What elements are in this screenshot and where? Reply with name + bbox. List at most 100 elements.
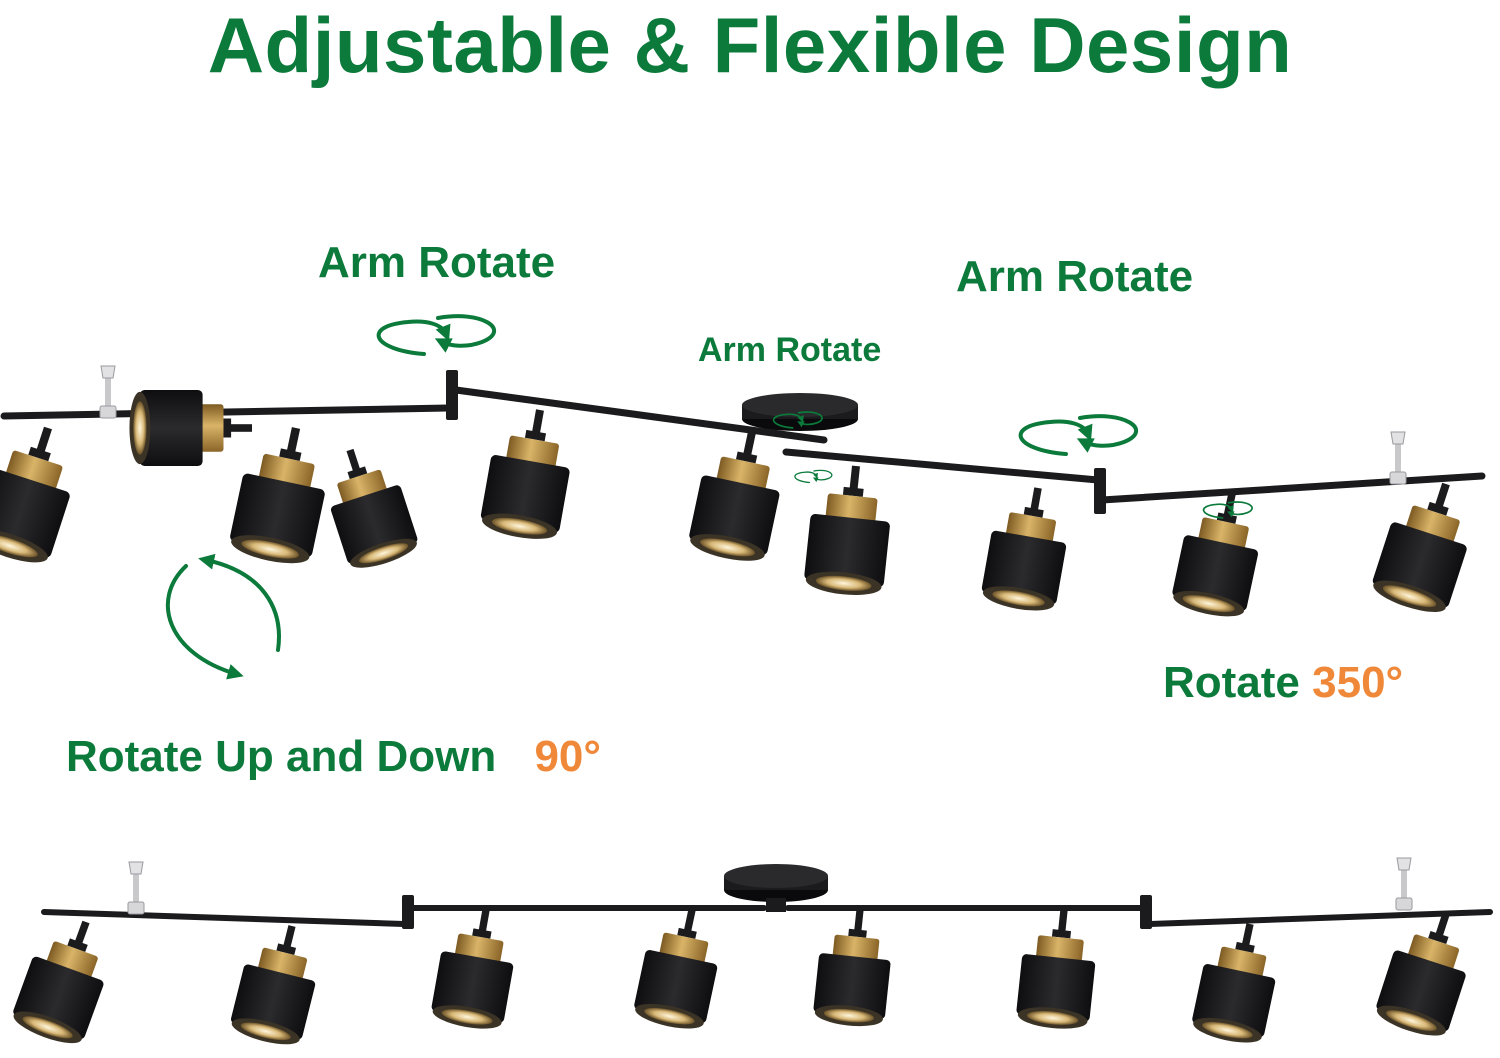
arrow-lower bbox=[772, 413, 804, 429]
canopy-top bbox=[724, 864, 828, 888]
canopy-connector bbox=[766, 898, 786, 912]
arm-joint-left bbox=[446, 370, 458, 420]
arrow-upper bbox=[434, 314, 497, 353]
rotate-degrees: 350° bbox=[1312, 658, 1404, 707]
spotlight-lens bbox=[241, 539, 300, 559]
track-arm-bottom-4 bbox=[1147, 909, 1493, 927]
arm-joint-right bbox=[1094, 468, 1106, 514]
clip-post bbox=[133, 862, 139, 902]
arrow-upper bbox=[1227, 501, 1253, 518]
spotlight-3 bbox=[480, 409, 570, 539]
spotlight-brass-collar bbox=[5, 450, 63, 492]
clip-ring bbox=[99, 405, 117, 419]
spotlight-bottom-2 bbox=[231, 925, 316, 1045]
spotlight-stem bbox=[1241, 923, 1254, 949]
spotlight-brass-collar bbox=[198, 404, 224, 452]
spotlight-joint bbox=[347, 466, 368, 480]
rotate-up-down-degrees: 90° bbox=[534, 732, 601, 781]
rotate-350-label: Rotate 350° bbox=[1163, 658, 1403, 708]
spotlight-lens bbox=[22, 1016, 73, 1039]
spotlight-lens bbox=[700, 538, 755, 557]
spotlight-stem bbox=[1434, 912, 1450, 939]
spotlight-4 bbox=[689, 431, 780, 561]
spotlight-lens bbox=[644, 1007, 695, 1025]
spotlight-joint bbox=[848, 928, 867, 938]
track-arm-bottom-1 bbox=[41, 909, 407, 927]
spotlight-shade bbox=[1016, 954, 1096, 1022]
spotlight-stem bbox=[478, 909, 490, 935]
spotlight-shade bbox=[981, 530, 1067, 605]
spotlight-brass-collar bbox=[832, 934, 880, 963]
spotlight-lens bbox=[1027, 1011, 1079, 1025]
spotlight-joint bbox=[677, 927, 697, 939]
arrow-upper bbox=[797, 411, 823, 428]
spotlight-joint bbox=[1235, 941, 1255, 953]
spotlight-bottom-1 bbox=[13, 920, 104, 1044]
spotlight-lens bbox=[1182, 595, 1235, 613]
spotlight-brass-collar bbox=[825, 493, 878, 525]
arm-rotate-arrow-right bbox=[1018, 414, 1139, 456]
spotlight-lens bbox=[823, 1008, 874, 1023]
spotlight-stem bbox=[1029, 487, 1042, 513]
canopy-top bbox=[742, 393, 858, 417]
spotlight-5 bbox=[804, 465, 890, 595]
arrow-upper bbox=[1076, 414, 1139, 453]
spotlight-joint bbox=[472, 928, 492, 939]
track-arm-center-left bbox=[452, 386, 828, 444]
spotlight-joint bbox=[67, 938, 88, 953]
spotlight-shade bbox=[804, 514, 890, 588]
spotlight-shade bbox=[813, 953, 891, 1019]
clip-head bbox=[1396, 857, 1412, 871]
spotlight-bottom-6 bbox=[1016, 909, 1096, 1029]
clip-ring bbox=[1395, 897, 1413, 911]
arm-rotate-label-right: Arm Rotate bbox=[956, 252, 1194, 301]
spotlight-stem bbox=[282, 925, 296, 951]
rotate-text: Rotate bbox=[1163, 658, 1300, 707]
clip-head bbox=[100, 365, 116, 379]
spotlight-shade bbox=[139, 389, 203, 467]
spotlight-joint bbox=[279, 448, 302, 461]
arm-rotate-label-center: Arm Rotate bbox=[698, 331, 882, 369]
spotlight-lens bbox=[1202, 1021, 1253, 1039]
page-title: Adjustable & Flexible Design bbox=[207, 1, 1293, 89]
spotlight-lens bbox=[815, 575, 872, 591]
spotlight-stem bbox=[1434, 482, 1450, 510]
spotlight-stem bbox=[683, 909, 696, 935]
spotlight-brass-collar bbox=[46, 941, 98, 980]
spotlight-8 bbox=[1372, 482, 1467, 612]
spotlight-1 bbox=[0, 426, 70, 563]
spotlight-stem bbox=[853, 909, 864, 934]
track-arm-right bbox=[1098, 472, 1486, 504]
arrow-lower bbox=[376, 319, 451, 356]
clip-ring bbox=[1389, 471, 1407, 485]
spotlight-bottom-3 bbox=[431, 909, 514, 1029]
spotlight-joint bbox=[1428, 930, 1449, 945]
spotlight-bottom-4 bbox=[634, 909, 718, 1029]
arrow-lower bbox=[1018, 419, 1093, 456]
spotlight-stem bbox=[73, 920, 90, 947]
spotlight-stem bbox=[531, 409, 544, 437]
spotlight-brass-collar bbox=[337, 469, 388, 506]
spotlight-lens bbox=[491, 517, 548, 535]
spotlight-7 bbox=[1172, 493, 1259, 617]
rotate-up-down-label: Rotate Up and Down 90° bbox=[66, 732, 601, 782]
ceiling-clip-right bbox=[1389, 431, 1407, 485]
arm-rotate-arrow-center bbox=[772, 411, 823, 429]
clip-post bbox=[1395, 432, 1401, 472]
clip-post bbox=[105, 366, 111, 406]
spotlight-joint bbox=[524, 429, 547, 442]
spotlight-joint bbox=[842, 486, 864, 497]
spotlight-shade bbox=[0, 468, 70, 558]
clip-head bbox=[128, 861, 144, 875]
arm-rotate-label-left: Arm Rotate bbox=[318, 238, 556, 287]
spotlight-brass-collar bbox=[1036, 935, 1084, 964]
clip-ring bbox=[127, 901, 145, 915]
ceiling-canopy-bottom bbox=[724, 864, 828, 902]
spotlight-lens bbox=[240, 1022, 291, 1041]
rotate-350-arrow bbox=[1202, 501, 1253, 519]
spotlight-stem bbox=[227, 424, 252, 432]
spotlight-brass-collar bbox=[1407, 934, 1460, 972]
spotlight-lens bbox=[1382, 585, 1437, 608]
spotlight-joint bbox=[1051, 929, 1072, 939]
spotlight-6 bbox=[981, 487, 1067, 611]
